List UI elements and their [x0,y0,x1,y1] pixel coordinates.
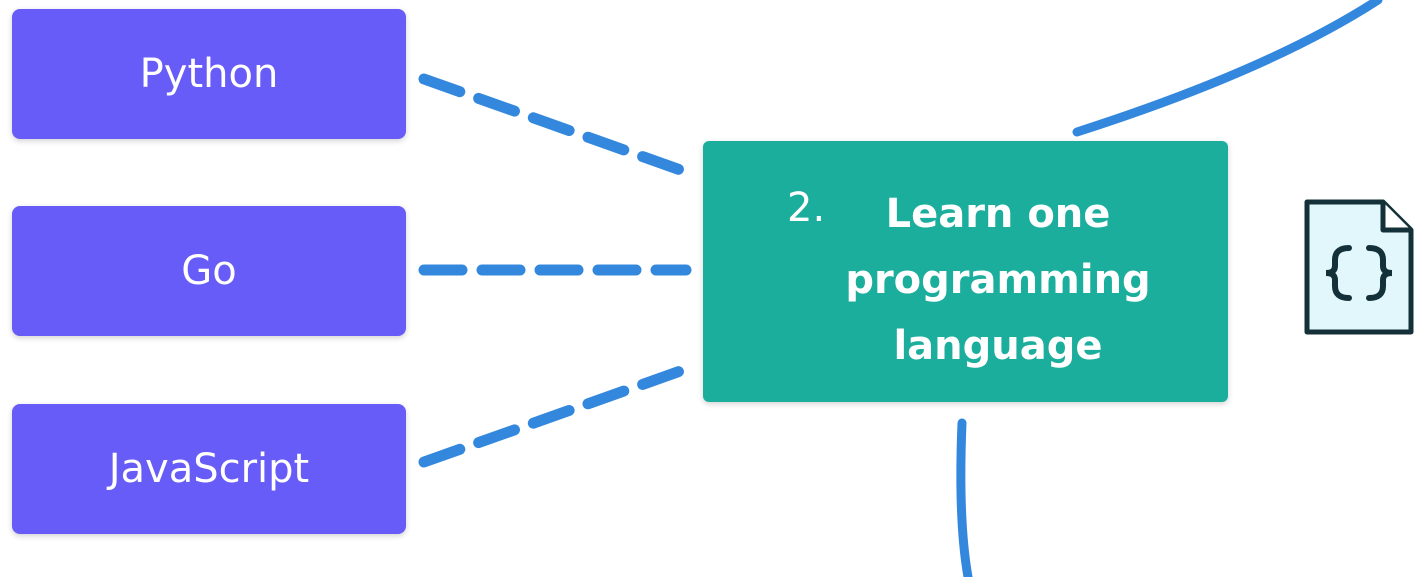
code-file-fold [1380,202,1411,233]
left-brace-icon [1325,245,1352,301]
curved-connector-down [956,418,973,577]
option-node-go[interactable]: Go [12,206,406,336]
curved-connector-up [1072,0,1383,137]
code-file-icon[interactable] [1299,198,1417,338]
dashed-connector-python [418,73,692,178]
step-node[interactable]: 2. Learn one programming language [703,141,1228,402]
option-label: JavaScript [108,446,310,492]
dashed-connector-javascript [418,363,692,468]
code-file-outline [1304,199,1414,335]
option-label: Go [181,248,237,294]
option-label: Python [139,51,279,97]
step-title: Learn one programming language [845,191,1151,369]
option-node-javascript[interactable]: JavaScript [12,404,406,534]
option-node-python[interactable]: Python [12,9,406,139]
step-number: 2. [787,185,826,231]
right-brace-icon [1366,245,1393,301]
